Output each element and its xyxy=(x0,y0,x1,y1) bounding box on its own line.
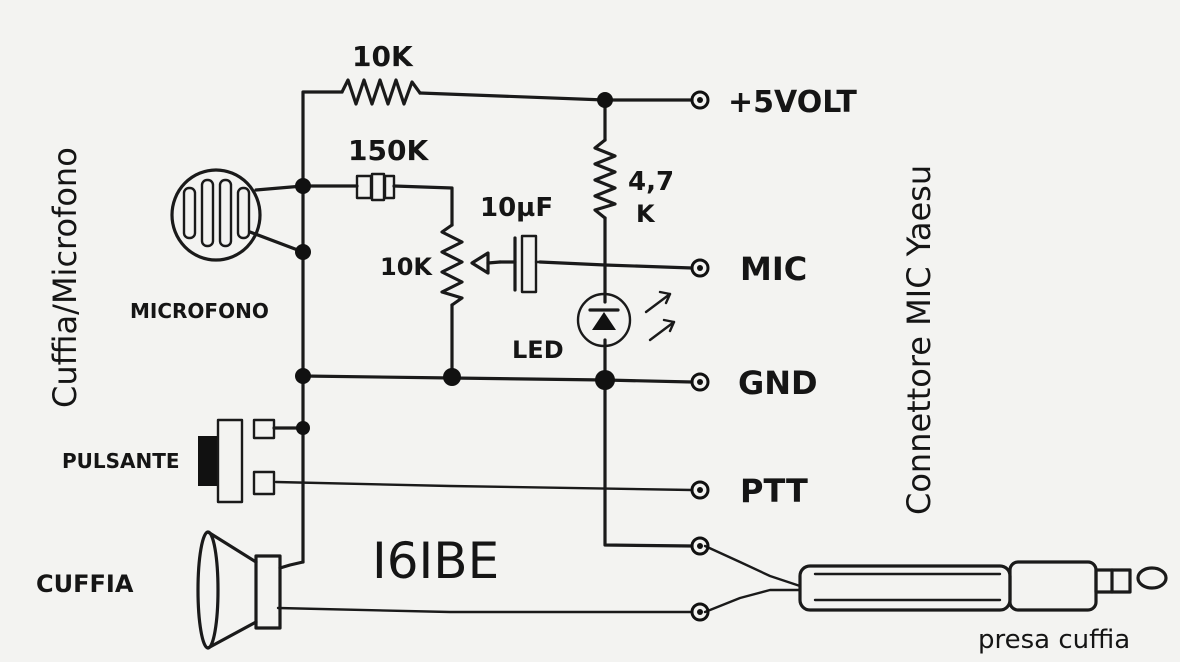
right-title: Connettore MIC Yaesu xyxy=(900,165,938,515)
connector-terminals xyxy=(690,90,710,622)
label-r-47: 4,7 xyxy=(628,167,674,197)
earphone-speaker xyxy=(196,530,282,650)
label-presa-cuffia: presa cuffia xyxy=(978,625,1130,655)
label-r-top: 10K xyxy=(352,40,414,73)
capacitor-10uf xyxy=(513,234,542,294)
led-diode xyxy=(576,290,676,348)
potentiometer-10k xyxy=(440,223,502,307)
left-title: Cuffia/Microfono xyxy=(46,147,84,408)
microphone-capsule xyxy=(170,168,262,262)
label-r-150k: 150K xyxy=(348,134,429,167)
label-led: LED xyxy=(512,336,564,364)
resistor-150k xyxy=(355,172,396,202)
resistor-4k7 xyxy=(593,138,617,220)
resistor-10k-top xyxy=(340,78,422,106)
terminal-label-5v: +5VOLT xyxy=(728,85,857,120)
label-cap: 10µF xyxy=(480,193,553,223)
label-pulsante: PULSANTE xyxy=(62,449,180,473)
terminal-label-gnd: GND xyxy=(738,364,818,402)
jack-plug xyxy=(798,560,1168,612)
terminal-label-mic: MIC xyxy=(740,250,807,288)
label-pot: 10K xyxy=(380,253,433,281)
label-microfono: MICROFONO xyxy=(130,299,269,323)
label-author: I6IBE xyxy=(372,532,499,590)
label-r-47-unit: K xyxy=(636,200,656,228)
pushbutton xyxy=(198,418,276,504)
junctions xyxy=(295,92,615,435)
terminal-label-ptt: PTT xyxy=(740,472,808,510)
label-cuffia: CUFFIA xyxy=(36,570,134,598)
